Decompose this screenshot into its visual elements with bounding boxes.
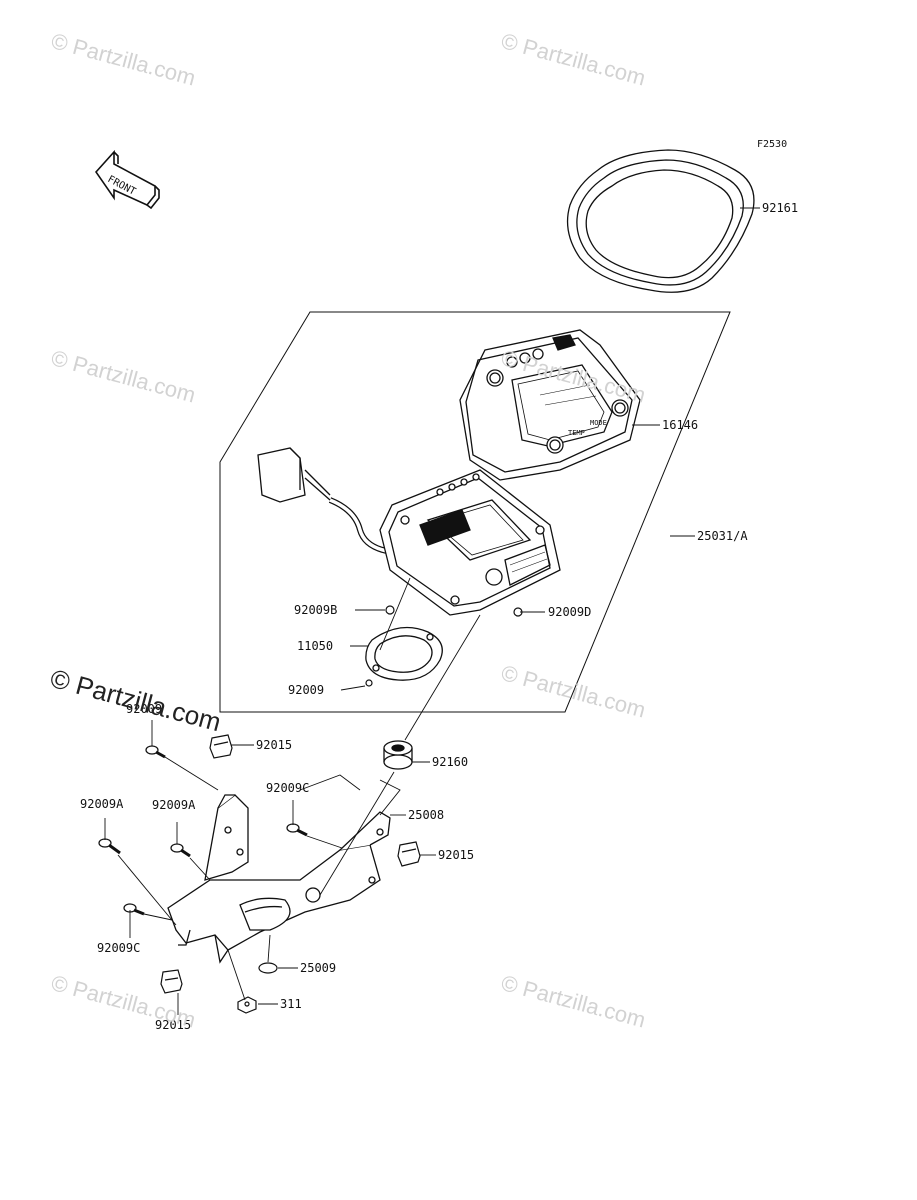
leader-lines	[104, 207, 760, 1015]
part-92009c-a: 92009C	[266, 781, 309, 795]
screws-meter	[365, 605, 523, 687]
part-25009: 25009	[300, 961, 336, 975]
part-92009-top: 92009	[126, 702, 162, 716]
part-92015-c: 92015	[155, 1018, 191, 1032]
part-25008: 25008	[408, 808, 444, 822]
meter-unit	[257, 447, 561, 616]
part-92009d: 92009D	[548, 605, 591, 619]
part-labels: F2530 92161 16146 25031/A 92009B 92009D …	[80, 139, 798, 1032]
part-92009c-b: 92009C	[97, 941, 140, 955]
part-92015-a: 92015	[256, 738, 292, 752]
washer-and-nut	[237, 962, 278, 1014]
assembly-outline	[219, 311, 731, 713]
bracket-25008	[167, 794, 391, 964]
part-92161: 92161	[762, 201, 798, 215]
gasket-11050	[365, 626, 443, 681]
bolts	[98, 745, 308, 916]
part-11050: 11050	[297, 639, 333, 653]
temp-dial-label: TEMP	[568, 429, 585, 437]
part-25031a: 25031/A	[697, 529, 748, 543]
part-16146: 16146	[662, 418, 698, 432]
grommet-92160	[383, 740, 413, 770]
part-92009a-a: 92009A	[80, 797, 124, 811]
clip-nuts-92015	[160, 734, 421, 994]
meter-cover: TEMP MODE	[459, 329, 641, 481]
part-92009: 92009	[288, 683, 324, 697]
lens-gasket	[566, 149, 755, 293]
figure-code: F2530	[757, 139, 787, 150]
part-92009b: 92009B	[294, 603, 337, 617]
part-92009a-b: 92009A	[152, 798, 196, 812]
part-311: 311	[280, 997, 302, 1011]
front-arrow-icon: FRONT	[94, 149, 160, 210]
part-92160: 92160	[432, 755, 468, 769]
part-92015-b: 92015	[438, 848, 474, 862]
mode-dial-label: MODE	[590, 419, 607, 427]
